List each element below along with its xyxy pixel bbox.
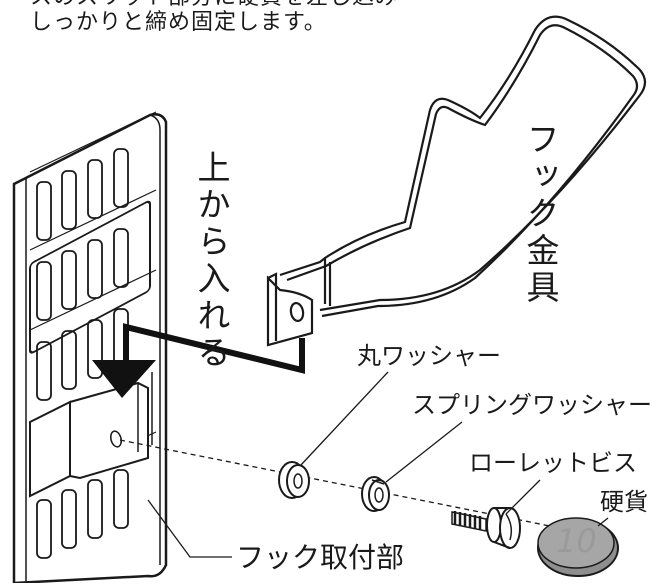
coin-label: 硬貨: [600, 488, 648, 516]
assembly-axis: [119, 439, 561, 529]
round-washer: [278, 461, 310, 499]
hook-mount-bracket: [29, 372, 153, 498]
knurled-screw-label: ローレットビス: [469, 449, 637, 477]
insert-from-top-label: 上から入れる: [192, 150, 231, 372]
wall-panel: [12, 111, 168, 585]
hook-wire: [266, 15, 647, 347]
leader-lines: [147, 371, 609, 558]
coin-value-text: 10: [556, 522, 597, 560]
insert-arrow: [92, 323, 305, 398]
knurled-screw: [451, 507, 521, 549]
hook-metal-label: フック金具: [521, 122, 560, 307]
spring-washer: [361, 476, 390, 512]
spring-washer-label: スプリングワッシャー: [412, 391, 652, 419]
hook-mount-label: フック取付部: [236, 541, 405, 574]
instruction-line-2: しっかりと締め固定します。: [30, 10, 327, 35]
coin: [537, 517, 619, 577]
instruction-line-1: スのスリット部分に硬貨を差し込み: [30, 0, 398, 9]
round-washer-label: 丸ワッシャー: [357, 342, 501, 370]
